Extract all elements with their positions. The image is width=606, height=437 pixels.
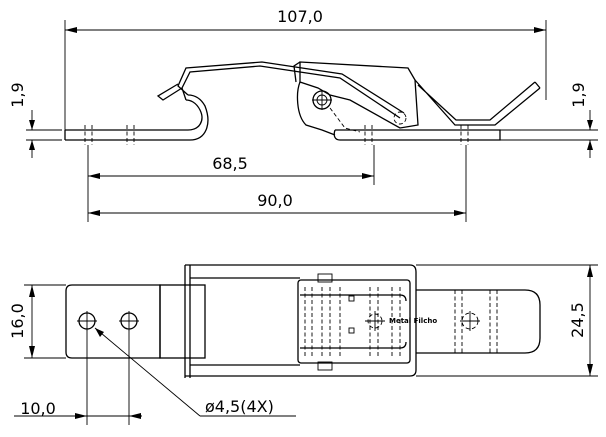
top-view: Metal Filcho 16,0	[8, 264, 598, 425]
dimension-hole-offset: 10,0	[14, 330, 142, 425]
hole-offset-label: 10,0	[20, 399, 56, 418]
hole-callout-label: ø4,5(4X)	[205, 397, 274, 416]
catch-tongue	[416, 289, 541, 354]
base-plate-top	[65, 284, 161, 359]
dimension-right-thickness: 1,9	[500, 82, 598, 158]
overall-width-label: 24,5	[568, 302, 587, 338]
side-view: 107,0 1,9 1,9	[8, 7, 598, 222]
dimension-left-thickness: 1,9	[8, 82, 62, 158]
dimension-base-width: 16,0	[8, 284, 66, 359]
left-thickness-label: 1,9	[8, 82, 27, 107]
catch-plate-right	[333, 79, 541, 145]
overall-length-label: 107,0	[277, 7, 323, 26]
hook-distance-label: 68,5	[212, 154, 248, 173]
hinge-block	[159, 264, 417, 378]
hole-callout: ø4,5(4X)	[94, 327, 296, 417]
brand-mark: Metal Filcho	[389, 317, 437, 325]
base-plate-left	[64, 125, 190, 145]
dimension-overall-width: 24,5	[416, 264, 598, 377]
lever-plan: Metal Filcho	[297, 273, 437, 371]
base-width-label: 16,0	[8, 303, 27, 339]
wire-bail	[177, 61, 405, 119]
dimension-overall-length: 107,0	[64, 7, 547, 135]
catch-distance-label: 90,0	[257, 191, 293, 210]
base-curl	[185, 94, 209, 141]
wire-hook-end	[156, 83, 183, 101]
dimension-catch-distance: 90,0	[88, 145, 467, 222]
dimension-hook-distance: 68,5	[87, 145, 375, 222]
right-thickness-label: 1,9	[569, 82, 588, 107]
lever-body	[293, 61, 419, 136]
